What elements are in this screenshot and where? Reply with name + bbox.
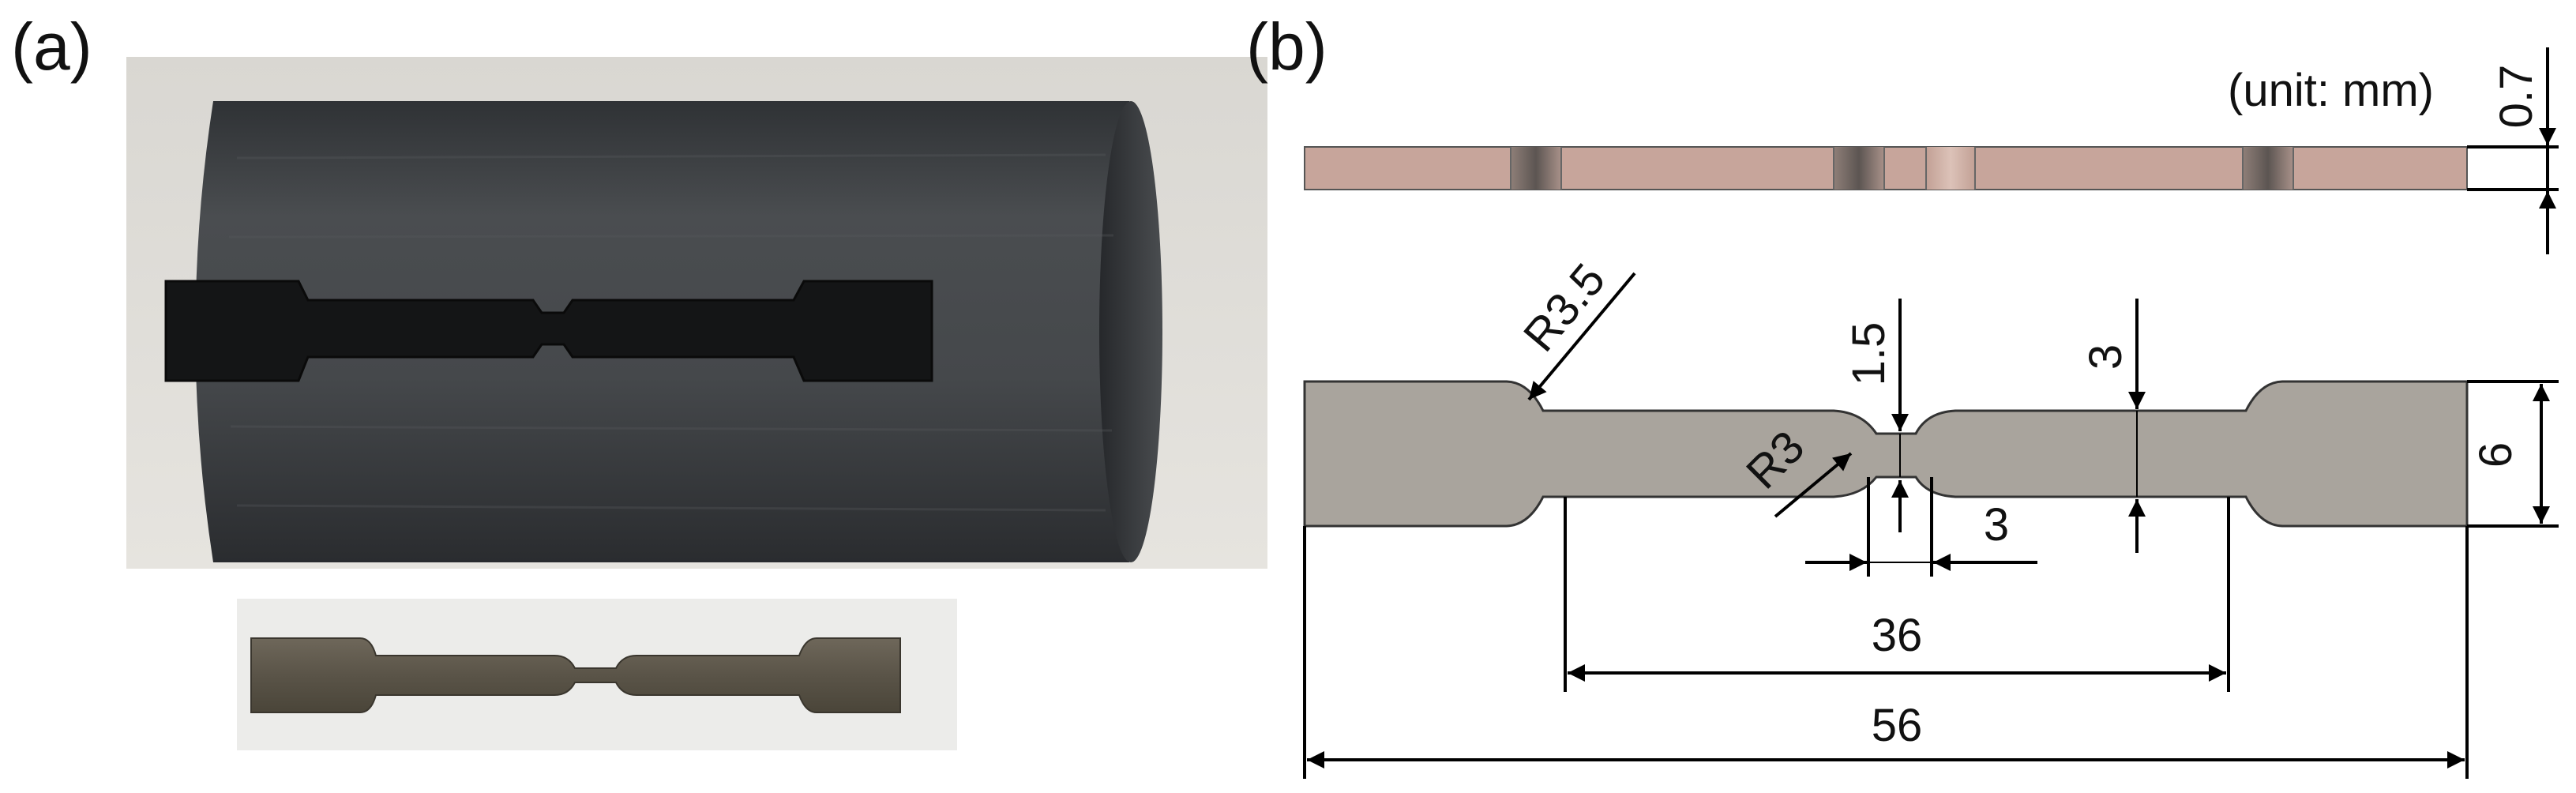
r3-5-label: R3.5 [1514,254,1616,362]
mold-slot [164,280,933,382]
grip-width-label: 6 [2470,442,2522,468]
specimen-plan-view [1303,380,2469,528]
thickness-label: 0.7 [2491,65,2542,129]
panel-b: (b) (unit: mm) 0.7 R3.5 [1246,9,2559,779]
notch-length-label: 3 [1984,499,2009,551]
gauge-length-label: 36 [1872,610,1923,661]
total-length-label: 56 [1872,700,1923,751]
r3-leader [1774,452,1853,518]
cylindrical-mold [164,101,1162,562]
notch-depth-label: 1.5 [1843,322,1894,386]
total-length-dimension [1303,526,2469,779]
notch-length-dimension [1805,477,2037,577]
printed-specimen [250,637,901,713]
gauge-length-dimension [1564,497,2230,692]
side-view [1304,146,2468,190]
r3-5-leader [1527,272,1636,401]
panel-a-label: (a) [11,9,92,84]
panel-a: (a) [11,9,1267,750]
gauge-width-label: 3 [2080,344,2131,370]
unit-note: (unit: mm) [2228,65,2434,116]
panel-b-label: (b) [1246,9,1327,84]
grip-width-dimension [2467,380,2559,528]
thickness-dimension [2467,47,2559,254]
